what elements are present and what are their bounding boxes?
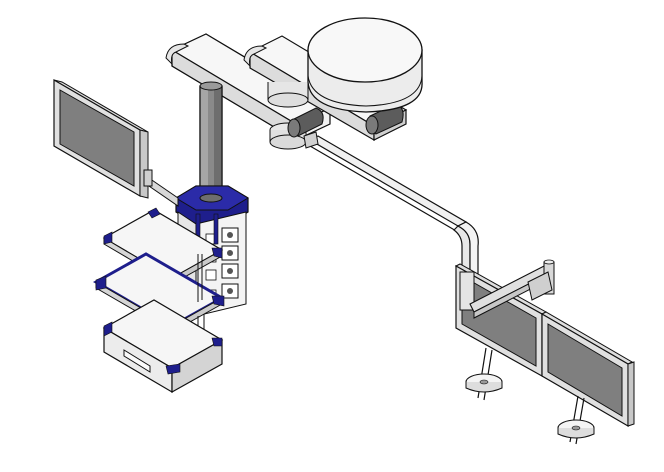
right-monitor-2-icon [540, 311, 635, 445]
drawer-icon [102, 299, 224, 394]
left-monitor-icon [53, 78, 179, 207]
light-hub [267, 82, 309, 108]
monitor-boom-arm [303, 131, 479, 291]
gas-outlet-panel [221, 227, 239, 299]
surgical-light-icon [307, 17, 423, 113]
vertical-column [199, 81, 223, 199]
monitor-mount-bracket [459, 259, 555, 319]
boom-dark-joint-1 [287, 107, 324, 138]
left-boom-arm [165, 33, 332, 142]
